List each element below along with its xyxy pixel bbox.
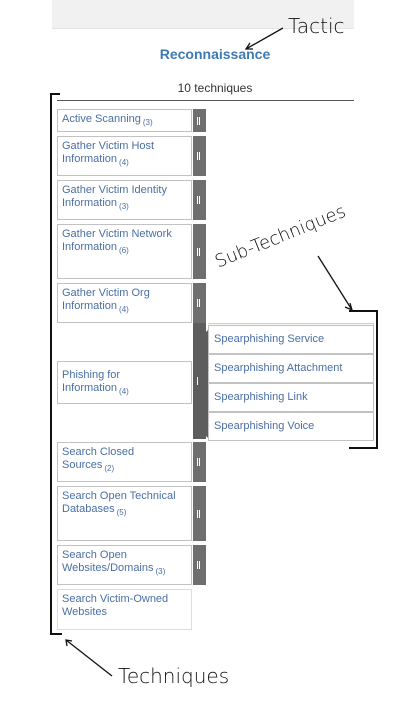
technique-name: Gather Victim Network Information (62, 228, 172, 253)
technique-cell[interactable]: Search Open Technical Databases(5) (57, 486, 192, 541)
subtechnique-expand-handle[interactable] (193, 442, 206, 482)
matrix-header-band (52, 0, 354, 28)
technique-cell[interactable]: Phishing for Information(4) (57, 361, 192, 404)
technique-name: Search Victim-Owned Websites (62, 593, 169, 618)
subtechnique-count: (5) (116, 508, 127, 517)
technique-name: Search Open Websites/Domains (62, 549, 154, 574)
tactic-name[interactable]: Reconnaissance (159, 46, 271, 62)
technique-cell[interactable]: Search Closed Sources(2) (57, 442, 192, 482)
matrix-header-divider (52, 28, 354, 29)
subtechnique-count: (4) (119, 387, 129, 396)
subtechnique-connector (199, 329, 209, 439)
subtechnique-cell[interactable]: Spearphishing Attachment (208, 354, 374, 383)
technique-name: Search Closed Sources (62, 446, 135, 471)
technique-name: Gather Victim Host Information (62, 140, 155, 165)
tactic-annotation: Tactic (288, 14, 345, 38)
technique-cell[interactable]: Gather Victim Identity Information(3) (57, 180, 192, 220)
technique-name: Gather Victim Org Information (62, 287, 150, 312)
subtechnique-expand-handle[interactable] (193, 486, 206, 541)
subtechnique-count: (4) (119, 305, 129, 314)
technique-name: Search Open Technical Databases (62, 490, 176, 515)
technique-cell[interactable]: Search Victim-Owned Websites (57, 589, 192, 630)
technique-cell[interactable]: Gather Victim Org Information(4) (57, 283, 192, 323)
technique-cell[interactable]: Gather Victim Host Information(4) (57, 136, 192, 176)
subtechnique-expand-handle[interactable] (193, 283, 206, 323)
technique-cell[interactable]: Gather Victim Network Information(6) (57, 224, 192, 279)
subtechnique-count: (3) (142, 118, 153, 127)
subtechnique-count: (3) (119, 202, 129, 211)
subtechnique-expand-handle[interactable] (193, 545, 206, 585)
technique-count: 10 techniques (177, 81, 253, 95)
subtechnique-cell[interactable]: Spearphishing Link (208, 383, 374, 412)
technique-cell[interactable]: Active Scanning(3) (57, 109, 192, 132)
technique-cell[interactable]: Search Open Websites/Domains(3) (57, 545, 192, 585)
subtechnique-count: (3) (155, 567, 166, 576)
subtechnique-cell[interactable]: Spearphishing Voice (208, 412, 374, 441)
techniques-annotation: Techniques (118, 664, 230, 688)
subtechnique-count: (4) (119, 158, 129, 167)
technique-name: Gather Victim Identity Information (62, 184, 167, 209)
techniques-bracket (50, 93, 62, 635)
subtechnique-cell[interactable]: Spearphishing Service (208, 325, 374, 354)
subtechnique-expand-handle[interactable] (193, 136, 206, 176)
technique-name: Active Scanning (62, 113, 141, 125)
subtechniques-bracket (349, 310, 378, 449)
subtechnique-expand-handle[interactable] (193, 109, 206, 132)
subtechnique-expand-handle[interactable] (193, 180, 206, 220)
technique-count-rule (57, 100, 354, 101)
subtechnique-expand-handle[interactable] (193, 224, 206, 279)
subtechnique-count: (6) (119, 246, 129, 255)
subtechnique-count: (2) (104, 464, 115, 473)
technique-name: Phishing for Information (62, 369, 121, 394)
pointer-lines (65, 27, 354, 677)
